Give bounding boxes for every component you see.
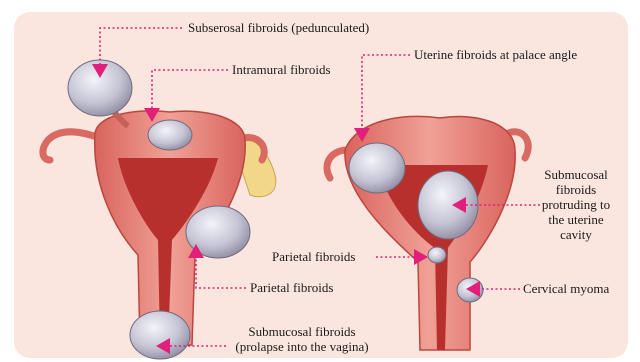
label-submucosal-vagina-line1: Submucosal fibroids [228, 324, 376, 339]
palace-angle-fibroid [349, 143, 405, 193]
label-submucosal-cavity-line1: Submucosal [536, 167, 616, 182]
left-intramural-fibroid [148, 120, 192, 150]
label-cervical: Cervical myoma [523, 281, 609, 296]
label-submucosal-cavity-line2: fibroids [536, 182, 616, 197]
label-palace-angle: Uterine fibroids at palace angle [414, 47, 577, 62]
label-submucosal-vagina-line2: (prolapse into the vagina) [228, 339, 376, 354]
right-uterus [327, 116, 528, 350]
prolapse-fibroid [130, 311, 190, 359]
label-submucosal-cavity-line5: cavity [536, 227, 616, 242]
right-parietal-fibroid [428, 247, 446, 263]
label-parietal-left: Parietal fibroids [250, 280, 333, 295]
label-subserosal: Subserosal fibroids (pedunculated) [188, 20, 369, 35]
left-uterus [43, 60, 276, 359]
submucosal-cavity-fibroid [418, 171, 478, 239]
label-submucosal-cavity-line4: the uterine [536, 212, 616, 227]
label-intramural: Intramural fibroids [232, 62, 331, 77]
pointer-intramural [152, 70, 228, 112]
label-submucosal-cavity: Submucosal fibroids protruding to the ut… [536, 167, 616, 242]
label-submucosal-vagina: Submucosal fibroids (prolapse into the v… [228, 324, 376, 354]
pointer-parietal-left [196, 255, 246, 288]
label-submucosal-cavity-line3: protruding to [536, 197, 616, 212]
label-parietal-right: Parietal fibroids [272, 249, 355, 264]
